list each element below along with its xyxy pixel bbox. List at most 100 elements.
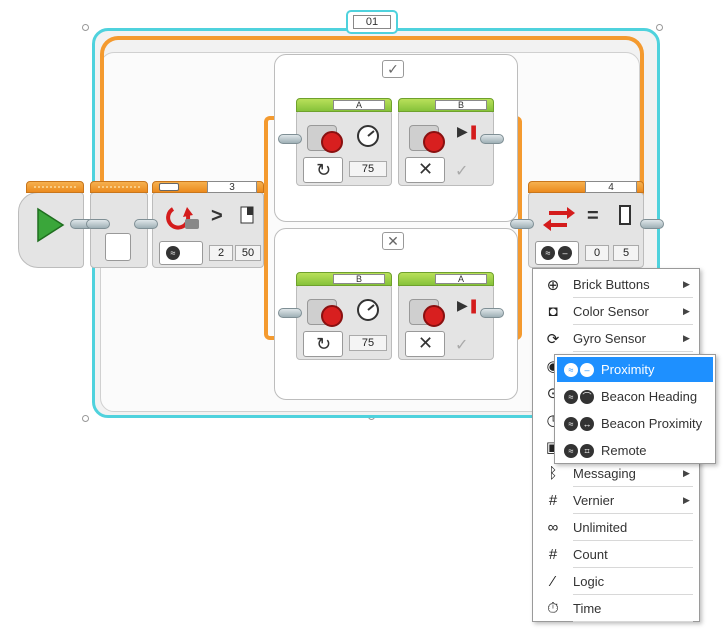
port-value[interactable]: 0 (585, 245, 609, 261)
menu-item[interactable]: #Vernier▶ (533, 487, 699, 514)
case-true-icon[interactable]: ✓ (382, 60, 404, 78)
sequence-plug[interactable] (278, 134, 302, 144)
sequence-plug[interactable] (510, 219, 534, 229)
resize-handle[interactable] (82, 415, 89, 422)
menu-separator (573, 486, 693, 487)
loop-end-block[interactable]: = ≈ – 0 5 (528, 192, 644, 268)
threshold-icon (619, 205, 631, 225)
submenu-item-label: Beacon Proximity (601, 416, 703, 431)
switch-view-icon[interactable] (159, 183, 179, 191)
compare-value[interactable]: 5 (613, 245, 639, 261)
menu-item[interactable]: ◘Color Sensor▶ (533, 298, 699, 325)
loop-name[interactable]: 01 (353, 15, 391, 29)
motor-port[interactable]: A (435, 274, 487, 284)
menu-separator (573, 594, 693, 595)
infrared-sensor-submenu[interactable]: ≈–Proximity≈⌒Beacon Heading≈↔Beacon Prox… (554, 354, 716, 464)
case-false-icon[interactable]: ✕ (382, 232, 404, 250)
submenu-item[interactable]: ≈⌗Remote (557, 438, 713, 463)
submenu-item-label: Proximity (601, 362, 655, 377)
large-motor-block[interactable]: ▶❚ ✕ ✓ (398, 110, 494, 186)
sequence-plug[interactable] (480, 134, 504, 144)
medium-motor-block[interactable]: ↻ 75 (296, 284, 392, 360)
motor-port[interactable]: B (435, 100, 487, 110)
submenu-item[interactable]: ≈–Proximity (557, 357, 713, 382)
beacon-proximity-icon: ≈↔ (557, 416, 601, 431)
sequence-plug[interactable] (86, 219, 110, 229)
mode-selector[interactable]: ↻ (303, 331, 343, 357)
power-value[interactable]: 75 (349, 335, 387, 351)
medium-motor-block[interactable]: ↻ 75 (296, 110, 392, 186)
wait-block[interactable] (90, 192, 148, 268)
sequence-plug[interactable] (480, 308, 504, 318)
submenu-item-label: Beacon Heading (601, 389, 698, 404)
switch-block[interactable]: > ≈ 2 50 (152, 192, 264, 268)
motor-rotation-icon (166, 207, 199, 230)
loop-name-tab[interactable]: 01 (346, 10, 398, 34)
play-icon[interactable] (35, 207, 65, 243)
hash-icon: # (548, 492, 558, 509)
menu-separator (573, 540, 693, 541)
mode-selector[interactable]: ✕ (405, 157, 445, 183)
submenu-item[interactable]: ≈⌒Beacon Heading (557, 384, 713, 409)
infrared-mode-icon: ≈ (564, 443, 578, 458)
threshold-icon (240, 206, 254, 224)
large-motor-block[interactable]: ▶❚ ✕ ✓ (398, 284, 494, 360)
gyro-sensor-icon: ⟳ (546, 330, 560, 348)
mode-icon: ≈ (541, 246, 555, 260)
beacon-proximity-icon: ↔ (580, 416, 594, 431)
brake-check-icon[interactable]: ✓ (455, 337, 469, 354)
motor-port[interactable]: A (333, 100, 385, 110)
submenu-item[interactable]: ≈↔Beacon Proximity (557, 411, 713, 436)
motor-action-bar: B (398, 98, 494, 112)
motor-port[interactable]: B (333, 274, 385, 284)
remote-icon: ≈⌗ (557, 443, 601, 458)
stopwatch-icon: ⏱ (547, 600, 559, 617)
mode-selector[interactable]: ↻ (303, 157, 343, 183)
beacon-heading-icon: ≈⌒ (557, 389, 601, 404)
power-value[interactable]: 75 (349, 161, 387, 177)
menu-separator (573, 297, 693, 298)
menu-separator (573, 324, 693, 325)
menu-item[interactable]: ⊕Brick Buttons▶ (533, 271, 699, 298)
mode-selector[interactable]: ✕ (405, 331, 445, 357)
menu-item[interactable]: #Count (533, 541, 699, 568)
sequence-plug[interactable] (134, 219, 158, 229)
loop-interrupt-icon (543, 207, 575, 231)
motor-icon (409, 121, 449, 155)
menu-item[interactable]: ∞Unlimited (533, 514, 699, 541)
menu-separator (573, 621, 693, 622)
menu-item-label: Brick Buttons (573, 277, 650, 292)
motor-action-bar: B (296, 272, 392, 286)
start-block[interactable] (18, 192, 84, 268)
block-number: 3 (207, 181, 257, 193)
mode-selector[interactable]: ≈ – (535, 241, 579, 265)
logic-icon: ⁄ (551, 573, 555, 590)
mode-selector[interactable]: ≈ (159, 241, 203, 265)
menu-item[interactable]: ⁄Logic (533, 568, 699, 595)
resize-handle[interactable] (656, 24, 663, 31)
proximity-icon: ≈– (557, 362, 601, 377)
compare-symbol: = (587, 205, 599, 227)
sequence-plug[interactable] (278, 308, 302, 318)
resize-handle[interactable] (82, 24, 89, 31)
menu-item-label: Messaging (573, 466, 636, 481)
mode-icon: ≈ (166, 246, 180, 260)
off-icon: ✕ (418, 159, 434, 179)
menu-separator (573, 513, 693, 514)
brake-check-icon[interactable]: ✓ (455, 163, 469, 180)
menu-item[interactable]: ⏱Time (533, 595, 699, 622)
menu-item-label: Color Sensor (573, 304, 649, 319)
submenu-arrow-icon: ▶ (683, 333, 690, 343)
menu-item[interactable]: ⟳Gyro Sensor▶ (533, 325, 699, 352)
port-value[interactable]: 2 (209, 245, 233, 261)
block-number: 4 (585, 181, 637, 193)
infinity-icon: ∞ (547, 519, 559, 536)
speedometer-icon (357, 125, 379, 147)
sequence-plug[interactable] (640, 219, 664, 229)
threshold-value[interactable]: 50 (235, 245, 261, 261)
off-icon: ✕ (418, 333, 434, 353)
menu-item-label: Vernier (573, 493, 615, 508)
menu-item-label: Count (573, 547, 608, 562)
remote-icon: ⌗ (580, 443, 594, 458)
